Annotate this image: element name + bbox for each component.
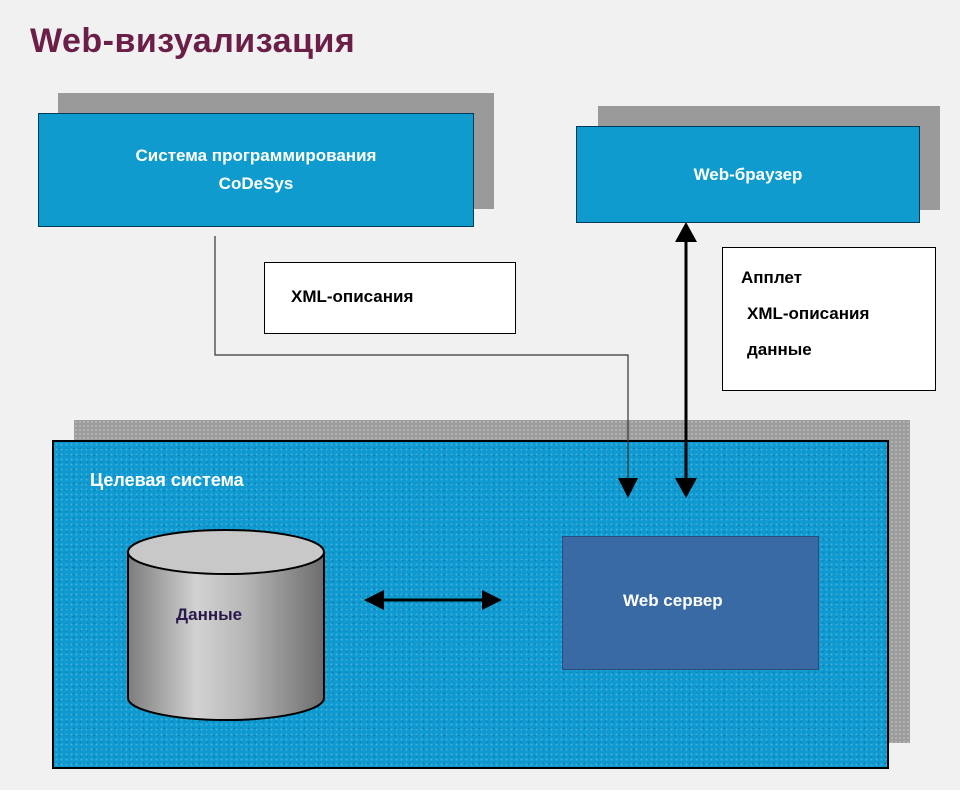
codesys-to-server-arrowhead: [618, 478, 638, 498]
applet-label-line3: данные: [747, 340, 812, 359]
applet-note: Апплет XML-описания данные: [722, 247, 936, 391]
data-label: Данные: [176, 605, 243, 624]
server-arrowhead-right: [482, 590, 502, 610]
codesys-to-server-connector: [214, 236, 629, 484]
xml-descriptions-label: XML-описания: [291, 287, 414, 306]
browser-arrowhead-up: [675, 222, 697, 242]
server-arrowhead-down: [675, 478, 697, 498]
web-server-label: Web сервер: [623, 591, 723, 610]
codesys-label-line1: Система программирования: [135, 146, 377, 165]
web-server-box: Web сервер: [562, 536, 819, 670]
applet-label-line1: Апплет: [741, 268, 802, 287]
codesys-box: Система программирования CoDeSys: [38, 113, 474, 227]
browser-box: Web-браузер: [576, 126, 920, 223]
page-title: Web-визуализация: [30, 22, 356, 60]
data-arrowhead-left: [364, 590, 384, 610]
browser-label: Web-браузер: [693, 164, 803, 184]
applet-label-line2: XML-описания: [747, 304, 870, 323]
codesys-label-line2: CoDeSys: [218, 174, 294, 193]
target-system-label: Целевая система: [90, 470, 244, 490]
database-cylinder-icon: [127, 529, 325, 721]
xml-descriptions-note: XML-описания: [264, 262, 516, 334]
